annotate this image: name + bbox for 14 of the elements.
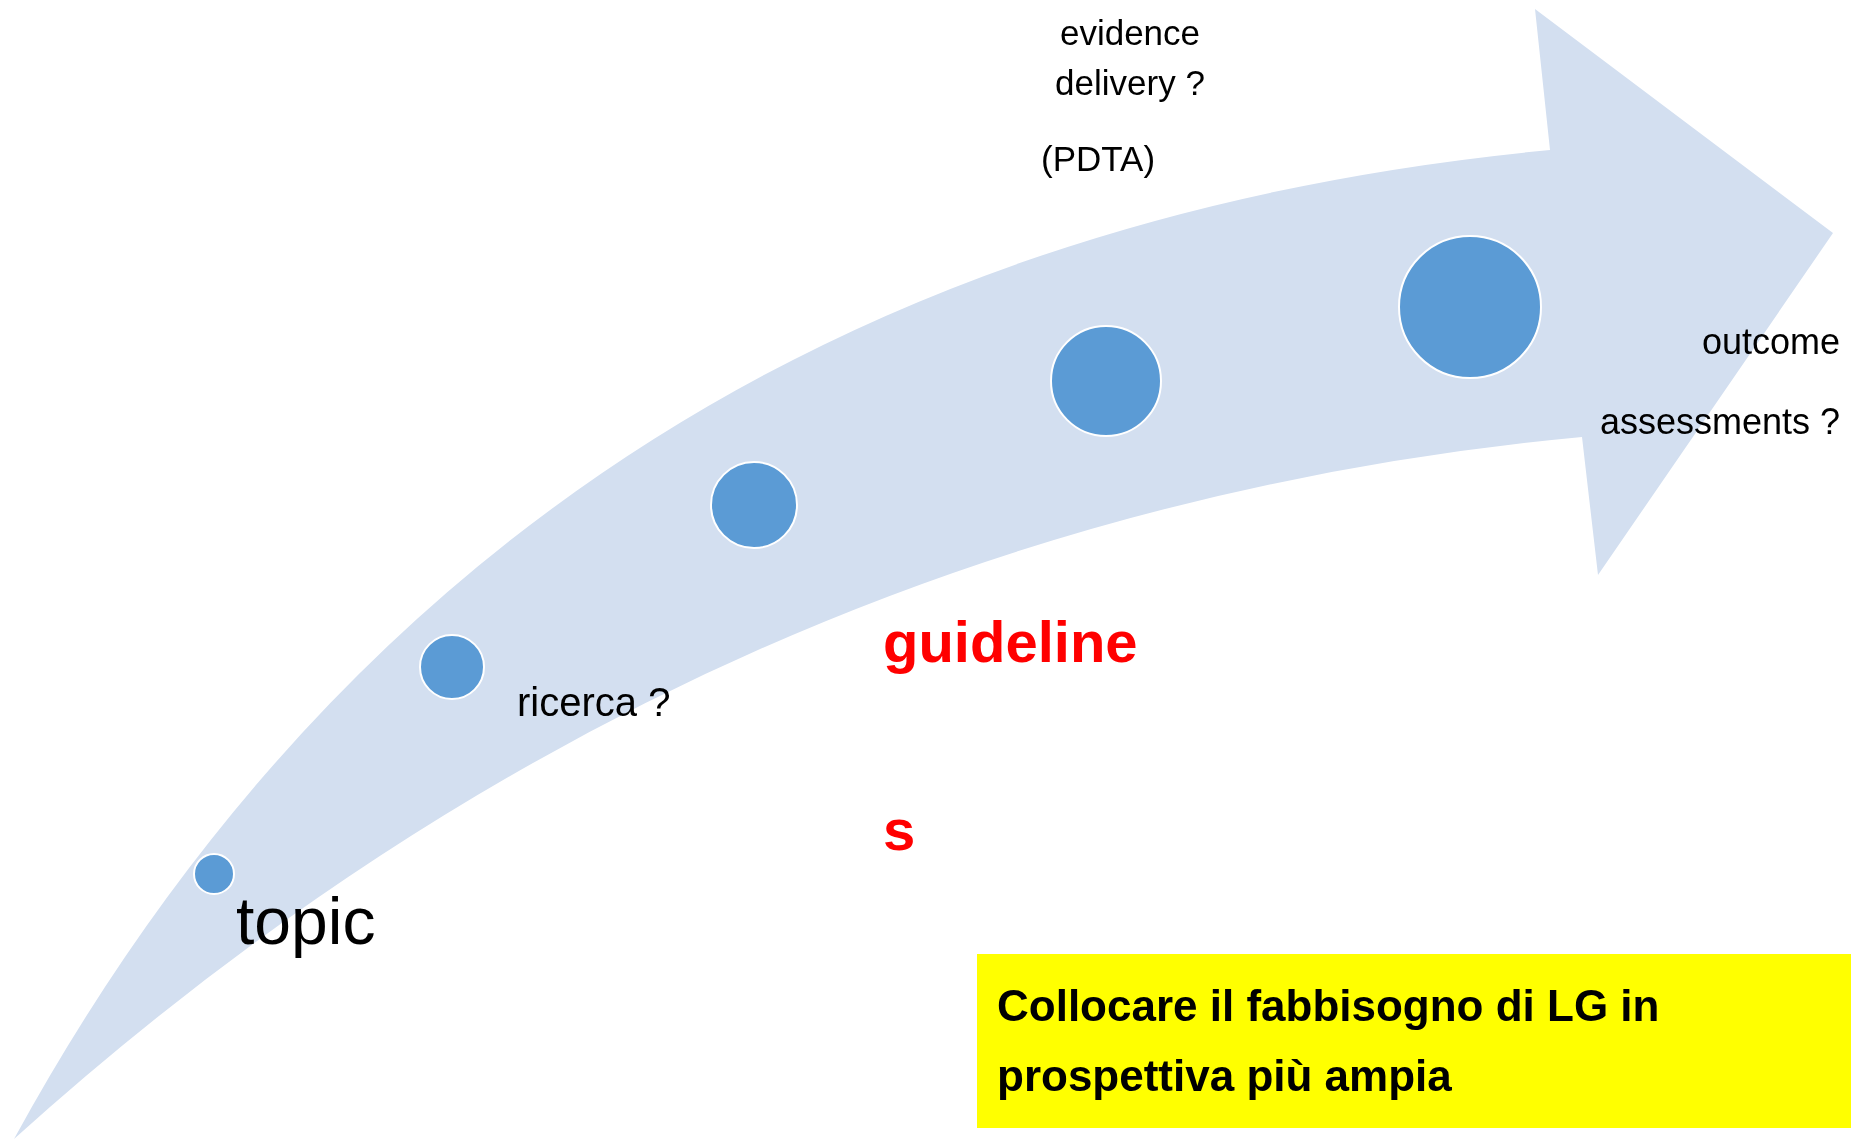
stage-label: guideline [883,608,1138,676]
stage-label: topic [236,883,376,960]
milestone-circle [1397,234,1543,380]
highlight-text: Collocare il fabbisogno di LG in prospettiva più ampia [997,980,1661,1102]
stage-label: evidence delivery ? [1054,12,1206,104]
highlight-box [977,954,1851,1128]
stage-label: ricerca ? [517,679,671,726]
milestone-circle [192,852,236,896]
milestone-circle [418,633,486,701]
stage-label: outcome assessments ? [1598,320,1840,444]
stage-label: (PDTA) [1041,138,1156,180]
milestone-circle [709,460,799,550]
milestone-circle [1049,324,1163,438]
stage-label: s [883,796,916,864]
